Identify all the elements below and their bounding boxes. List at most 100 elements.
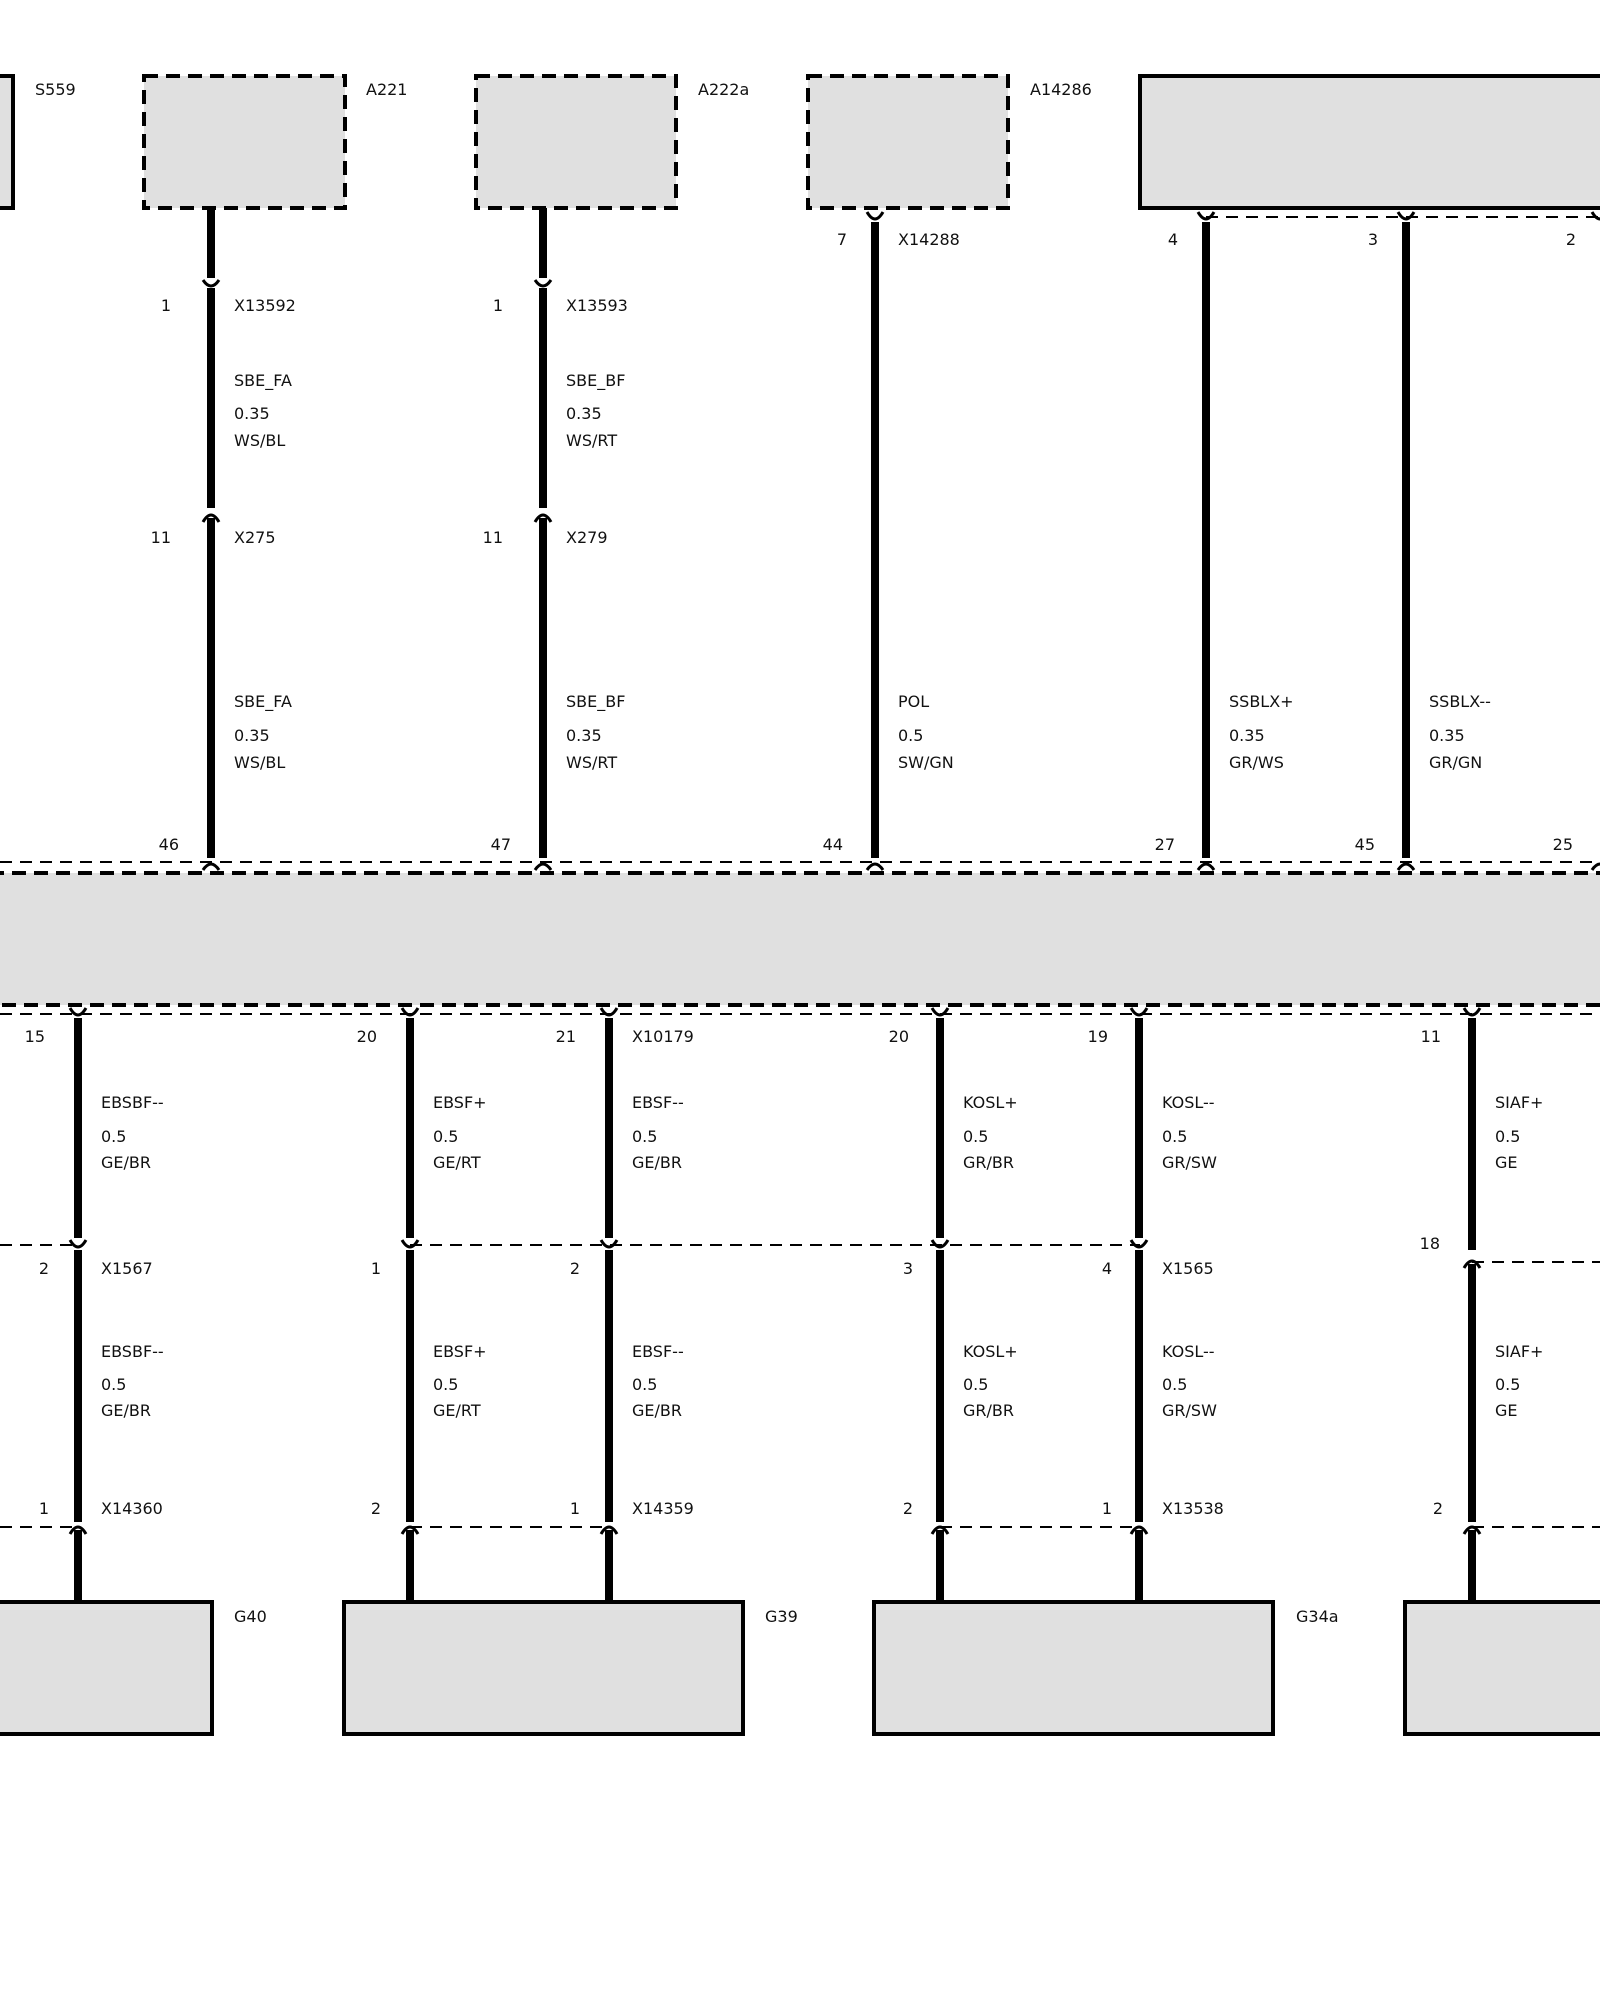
wire-kosl-plus-name-2: KOSL+	[963, 1342, 1018, 1361]
pin-num-m4: 4	[1102, 1259, 1112, 1278]
pin-right-bottom-2	[1462, 1525, 1482, 1535]
wire-kosl-minus-color-2: GR/SW	[1162, 1401, 1217, 1420]
wire-ssblx-plus-color: GR/WS	[1229, 753, 1284, 772]
pin-x279	[533, 513, 553, 523]
component-a14286-label: A14286	[1030, 80, 1092, 99]
wire-ebsbf-name-2: EBSBF--	[101, 1342, 164, 1361]
connector-x13538-label: X13538	[1162, 1499, 1224, 1518]
wire-ssblx-plus-name: SSBLX+	[1229, 692, 1294, 711]
pin-num-x13593: 1	[493, 296, 503, 315]
wire-kosl-minus-size: 0.5	[1162, 1127, 1187, 1146]
central-control-unit-box	[0, 871, 1600, 1007]
wire-sbe-bf-name-2: SBE_BF	[566, 692, 625, 712]
component-a221-box	[142, 74, 347, 210]
wire-ebsf-minus-color-2: GE/BR	[632, 1401, 682, 1420]
wire-sbe-bf-color-2: WS/RT	[566, 753, 617, 772]
pin-x275	[201, 513, 221, 523]
pin-ctl-46	[201, 862, 221, 871]
pin-num-x1567: 2	[39, 1259, 49, 1278]
connector-x13592-label: X13592	[234, 296, 296, 315]
pin-a-2	[1590, 211, 1600, 221]
wire-sbe-fa-color-2: WS/BL	[234, 753, 285, 772]
pin-ctl-21	[599, 1007, 619, 1017]
pin-ctl-27	[1196, 862, 1216, 871]
wire-ebsf-minus-name: EBSF--	[632, 1093, 684, 1112]
pin-num-18: 18	[1420, 1234, 1440, 1253]
wire-ebsf-plus-name: EBSF+	[433, 1093, 487, 1112]
connector-x14288-label: X14288	[898, 230, 960, 249]
pin-num-ctl-20a: 20	[357, 1027, 377, 1046]
pin-num-a-4: 4	[1168, 230, 1178, 249]
pin-x14288	[865, 211, 885, 221]
wire-ebsf-minus-name-2: EBSF--	[632, 1342, 684, 1361]
pin-ctl-19	[1129, 1007, 1149, 1017]
wire-pol-name: POL	[898, 692, 929, 711]
pin-x1567-2	[68, 1239, 88, 1249]
pin-num-a-3: 3	[1368, 230, 1378, 249]
component-g40-box	[0, 1600, 214, 1736]
wire-ssblx-minus-color: GR/GN	[1429, 753, 1482, 772]
component-g39-box	[342, 1600, 745, 1736]
pin-ctl-45	[1396, 862, 1416, 871]
pin-x14360-1	[68, 1525, 88, 1535]
connector-x10179-label: X10179	[632, 1027, 694, 1046]
connector-x279-label: X279	[566, 528, 608, 547]
wire-ebsbf-name: EBSBF--	[101, 1093, 164, 1112]
component-g34a-box	[872, 1600, 1275, 1736]
pin-num-right-bottom: 2	[1433, 1499, 1443, 1518]
wire-kosl-minus-name-2: KOSL--	[1162, 1342, 1215, 1361]
pin-num-ctl-15: 15	[25, 1027, 45, 1046]
pin-num-a-2: 2	[1566, 230, 1576, 249]
wire-kosl-plus-color-2: GR/BR	[963, 1401, 1014, 1420]
wire-siaf-color-2: GE	[1495, 1401, 1518, 1420]
pin-m-1	[400, 1239, 420, 1249]
connector-x275-label: X275	[234, 528, 276, 547]
wire-siaf-color: GE	[1495, 1153, 1518, 1172]
pin-num-ctl-21: 21	[556, 1027, 576, 1046]
pin-num-ctl-19: 19	[1088, 1027, 1108, 1046]
wire-ssblx-minus-size: 0.35	[1429, 726, 1465, 745]
wire-sbe-bf-size-2: 0.35	[566, 726, 602, 745]
wire-pol-size: 0.5	[898, 726, 923, 745]
wire-kosl-plus-size-2: 0.5	[963, 1375, 988, 1394]
pin-m-4	[1129, 1239, 1149, 1249]
component-s559-label: S559	[35, 80, 76, 99]
pin-ctl-11	[1462, 1007, 1482, 1017]
wire-kosl-plus-size: 0.5	[963, 1127, 988, 1146]
pin-num-x14288: 7	[837, 230, 847, 249]
wire-sbe-fa-size-2: 0.35	[234, 726, 270, 745]
pin-num-x13538-1: 1	[1102, 1499, 1112, 1518]
component-s559-box	[0, 74, 15, 210]
wire-kosl-minus-color: GR/SW	[1162, 1153, 1217, 1172]
pin-x13538-2	[930, 1525, 950, 1535]
wire-siaf-size-2: 0.5	[1495, 1375, 1520, 1394]
pin-num-ctl-11: 11	[1421, 1027, 1441, 1046]
pin-18	[1462, 1259, 1482, 1269]
pin-num-ctl-47: 47	[491, 835, 511, 854]
pin-num-ctl-20b: 20	[889, 1027, 909, 1046]
wire-sbe-bf-size: 0.35	[566, 404, 602, 423]
pin-a-4	[1196, 211, 1216, 221]
component-a222a-box	[474, 74, 678, 210]
pin-num-x275: 11	[151, 528, 171, 547]
wire-ebsf-plus-size-2: 0.5	[433, 1375, 458, 1394]
wire-ebsf-plus-color: GE/RT	[433, 1153, 481, 1172]
wire-ebsbf-color-2: GE/BR	[101, 1401, 151, 1420]
component-a222a-label: A222a	[698, 80, 749, 99]
pin-num-x14359-2: 2	[371, 1499, 381, 1518]
pin-num-ctl-27: 27	[1155, 835, 1175, 854]
wire-sbe-fa-size: 0.35	[234, 404, 270, 423]
wire-ebsf-plus-name-2: EBSF+	[433, 1342, 487, 1361]
wire-ebsf-minus-size: 0.5	[632, 1127, 657, 1146]
pin-x13592	[201, 279, 221, 288]
pin-a-3	[1396, 211, 1416, 221]
pin-ctl-20a	[400, 1007, 420, 1017]
component-g40-label: G40	[234, 1607, 267, 1626]
wire-sbe-fa-name: SBE_FA	[234, 371, 292, 391]
wire-ebsbf-size-2: 0.5	[101, 1375, 126, 1394]
pin-x14359-2	[400, 1525, 420, 1535]
pin-m-3	[930, 1239, 950, 1249]
pin-num-x279: 11	[483, 528, 503, 547]
wire-kosl-minus-size-2: 0.5	[1162, 1375, 1187, 1394]
